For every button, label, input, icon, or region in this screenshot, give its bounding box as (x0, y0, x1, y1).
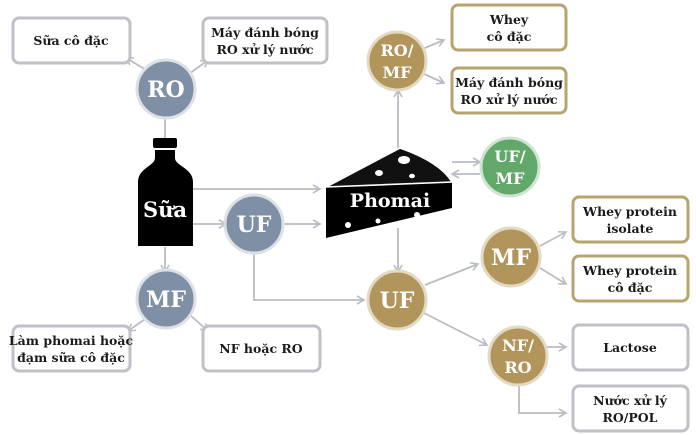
box-whey-protein-co-dac-line-1: Whey protein (582, 263, 677, 278)
circle-ro-left: RO (135, 58, 197, 120)
arrow-uf-to-uf-center (253, 252, 366, 305)
box-whey-protein-isolate: Whey protein isolate (571, 195, 690, 244)
box-whey-co-dac-line-2: cô đặc (487, 29, 532, 44)
circle-ro-left-label: RO (147, 77, 184, 103)
box-lam-phomai: Làm phomai hoặc đạm sữa cô đặc (9, 324, 134, 373)
arrow-nfro-to-nuoc-xu-ly (518, 385, 568, 418)
box-whey-protein-co-dac-line-2: cô đặc (608, 280, 653, 295)
milk-bottle-icon: Sữa (138, 138, 193, 246)
box-may-danh-bong-left: Máy đánh bóng RO xử lý nước (201, 16, 329, 65)
box-lam-phomai-line-1: Làm phomai hoặc (9, 333, 134, 348)
circle-ufmf-green: UF/ MF (479, 136, 541, 198)
circle-mf-left-label: MF (146, 287, 186, 313)
box-sua-co-dac: Sữa cô đặc (11, 16, 132, 65)
circle-uf-center-label: UF (380, 288, 415, 314)
box-may-danh-bong-left-line-2: RO xử lý nước (216, 42, 313, 57)
circle-mf-right-label: MF (491, 245, 531, 271)
circle-ufmf-green-line-2: MF (495, 169, 525, 188)
box-lactose: Lactose (571, 323, 690, 372)
circle-nfro-line-2: RO (504, 358, 531, 377)
cheese-label: Phomai (350, 190, 430, 212)
box-nuoc-xu-ly-line-1: Nước xử lý (593, 393, 667, 408)
circle-romf-top-line-1: RO/ (380, 41, 413, 60)
box-sua-co-dac-line-1: Sữa cô đặc (33, 33, 109, 48)
box-whey-protein-co-dac: Whey protein cô đặc (571, 254, 690, 303)
box-whey-protein-isolate-line-1: Whey protein (582, 204, 677, 219)
box-whey-co-dac: Whey cô đặc (450, 3, 568, 52)
box-nf-hoac-ro-line-1: NF hoặc RO (219, 341, 303, 356)
arrow-mf-to-whey-co-dac (539, 267, 568, 285)
circle-ufmf-green-line-1: UF/ (494, 147, 525, 166)
box-nuoc-xu-ly: Nước xử lý RO/POL (571, 384, 690, 433)
arrow-uf-center-to-mf (424, 262, 480, 286)
milk-label: Sữa (143, 197, 187, 222)
circle-nfro-line-1: NF/ (502, 336, 534, 355)
circle-romf-top-line-2: MF (382, 63, 412, 82)
box-nf-hoac-ro: NF hoặc RO (201, 324, 322, 373)
circle-mf-left: MF (135, 268, 197, 330)
box-may-danh-bong-right: Máy đánh bóng RO xử lý nước (450, 66, 568, 115)
box-nuoc-xu-ly-line-2: RO/POL (603, 410, 658, 425)
box-may-danh-bong-left-line-1: Máy đánh bóng (211, 25, 319, 40)
circle-mf-right: MF (480, 226, 542, 288)
circle-uf-left-label: UF (237, 212, 272, 238)
circle-romf-top: RO/ MF (366, 30, 428, 92)
arrow-mf-to-whey-isolate (539, 230, 568, 247)
box-whey-co-dac-line-1: Whey (489, 12, 529, 27)
arrow-romf-to-may-danh-bong (421, 72, 446, 85)
circle-nfro: NF/ RO (487, 325, 549, 387)
box-may-danh-bong-right-line-2: RO xử lý nước (460, 92, 557, 107)
cheese-wedge-icon: Phomai (325, 147, 454, 238)
box-may-danh-bong-right-line-1: Máy đánh bóng (455, 75, 563, 90)
circle-uf-center: UF (366, 269, 428, 331)
circle-uf-left: UF (223, 193, 285, 255)
box-lam-phomai-line-2: đạm sữa cô đặc (17, 350, 125, 365)
box-whey-protein-isolate-line-2: isolate (607, 221, 654, 236)
box-lactose-line-1: Lactose (603, 340, 657, 355)
arrow-uf-center-to-nfro (421, 311, 489, 347)
